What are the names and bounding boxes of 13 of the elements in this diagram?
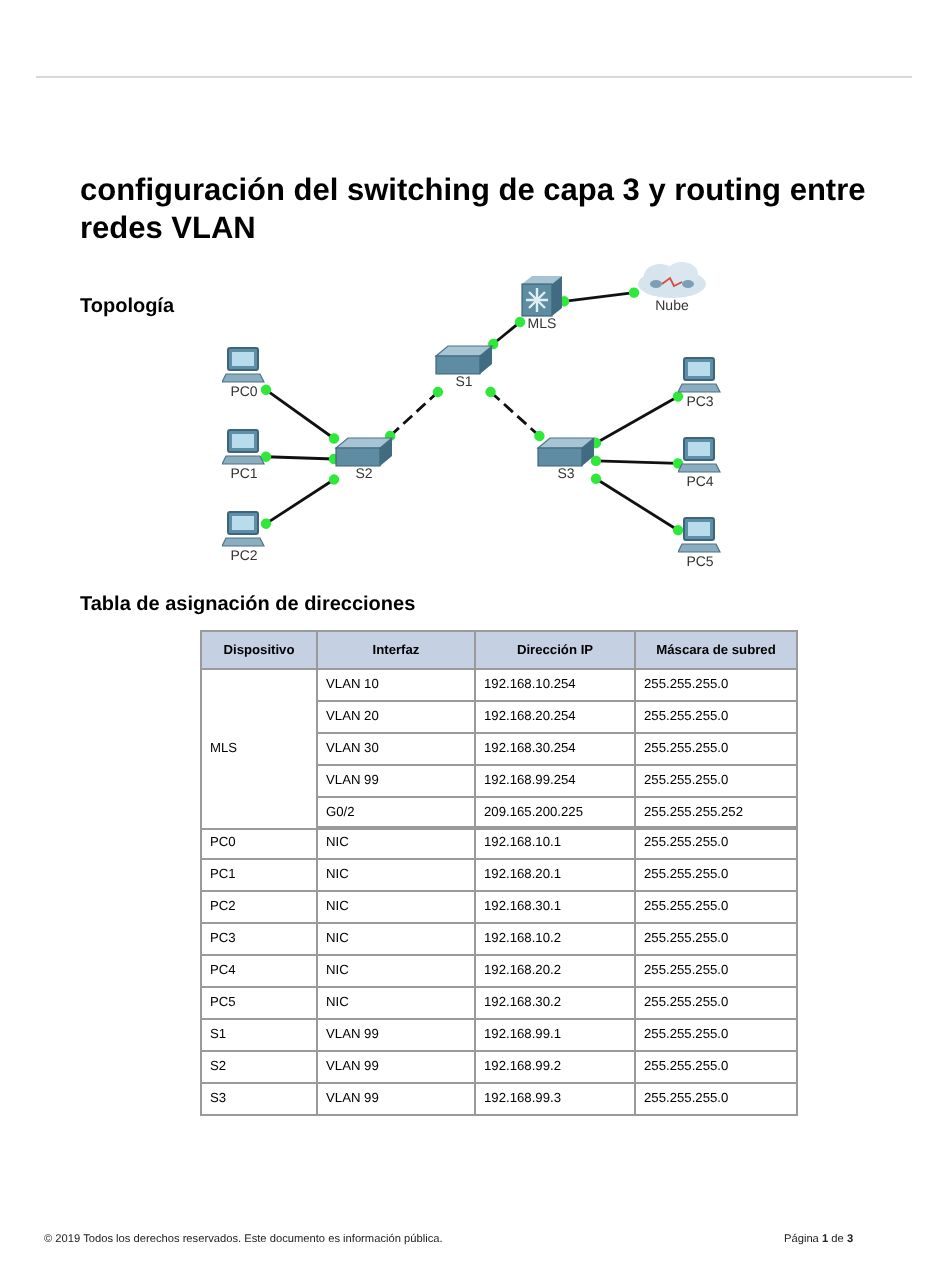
network-cable [485,386,545,442]
page-title: configuración del switching de capa 3 y routing entre redes VLAN [80,172,868,248]
section-heading: Tabla de asignación de direcciones [80,594,416,616]
network-cable [260,474,340,529]
network-cable [488,316,526,350]
network-cable [384,386,444,442]
network-cable [558,287,640,307]
network-cable [260,451,340,465]
section-heading: Topología [80,296,175,318]
network-cable [590,391,684,449]
network-cable [590,473,684,536]
network-cable [590,455,684,469]
network-cable [260,384,340,444]
